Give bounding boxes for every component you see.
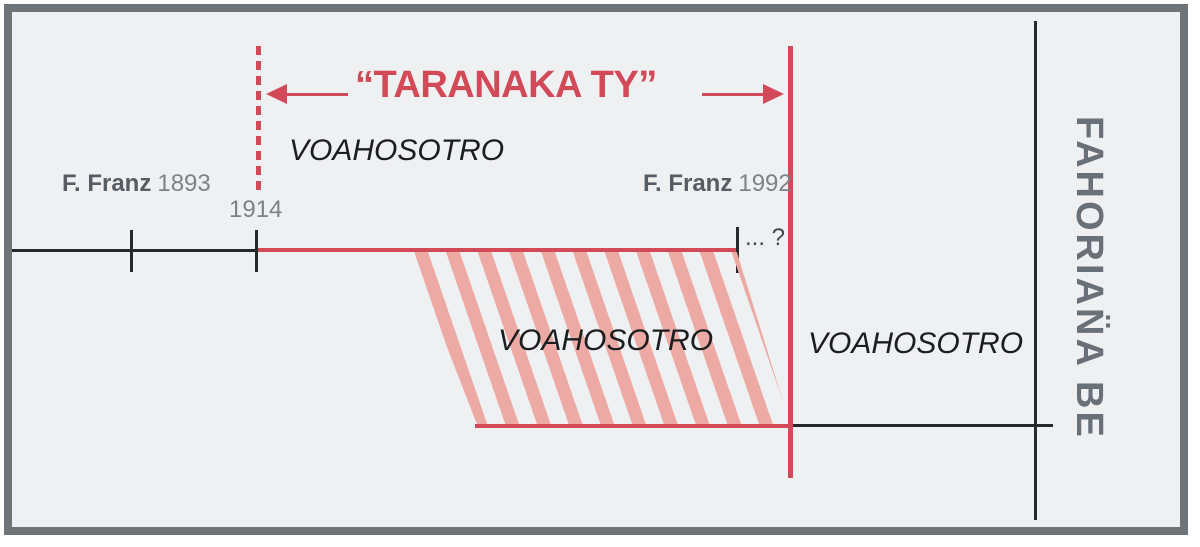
left-arrow-shaft <box>286 93 348 96</box>
left-arrow-icon <box>266 84 287 104</box>
dashed-boundary-line-1914 <box>256 46 261 194</box>
bottom-axis-line <box>791 424 1053 427</box>
right-axis-line <box>1034 21 1037 520</box>
event-name-left: F. Franz <box>62 170 152 197</box>
period-label-hatched: VOAHOSOTRO <box>498 324 714 357</box>
hatched-region-bottom-border <box>475 424 793 428</box>
period-label-before: VOAHOSOTRO <box>289 134 505 167</box>
fahoriana-be-label: FAHORIAN̈A BE <box>1068 116 1110 440</box>
tick-1893 <box>130 230 133 272</box>
boundary-year-label: 1914 <box>229 196 283 223</box>
timeline-axis-red <box>258 248 737 252</box>
continuation-label: ... ? <box>745 224 786 251</box>
tick-1914 <box>255 230 258 272</box>
red-boundary-line <box>788 46 793 478</box>
era-banner-label: “TARANAKA TY” <box>355 64 657 106</box>
event-name-right: F. Franz <box>643 170 733 197</box>
right-arrow-icon <box>763 84 784 104</box>
event-year-left: 1893 <box>157 170 211 197</box>
right-arrow-shaft <box>702 93 766 96</box>
timeline-axis-black <box>12 249 258 252</box>
event-year-right: 1992 <box>738 170 792 197</box>
hatched-region <box>410 252 790 424</box>
period-label-after: VOAHOSOTRO <box>808 327 1024 360</box>
tick-1992 <box>736 227 739 273</box>
